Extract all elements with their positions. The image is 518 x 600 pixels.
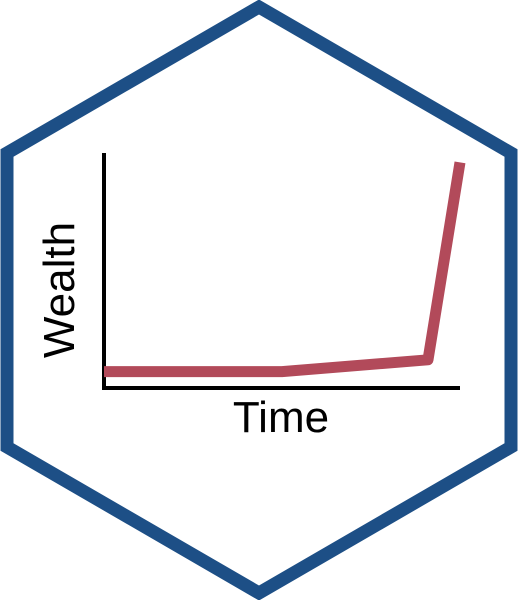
x-axis-label: Time [233,393,329,442]
chart-area [102,153,466,390]
wealth-series-line [104,161,466,378]
y-axis-label: Wealth [35,222,84,358]
